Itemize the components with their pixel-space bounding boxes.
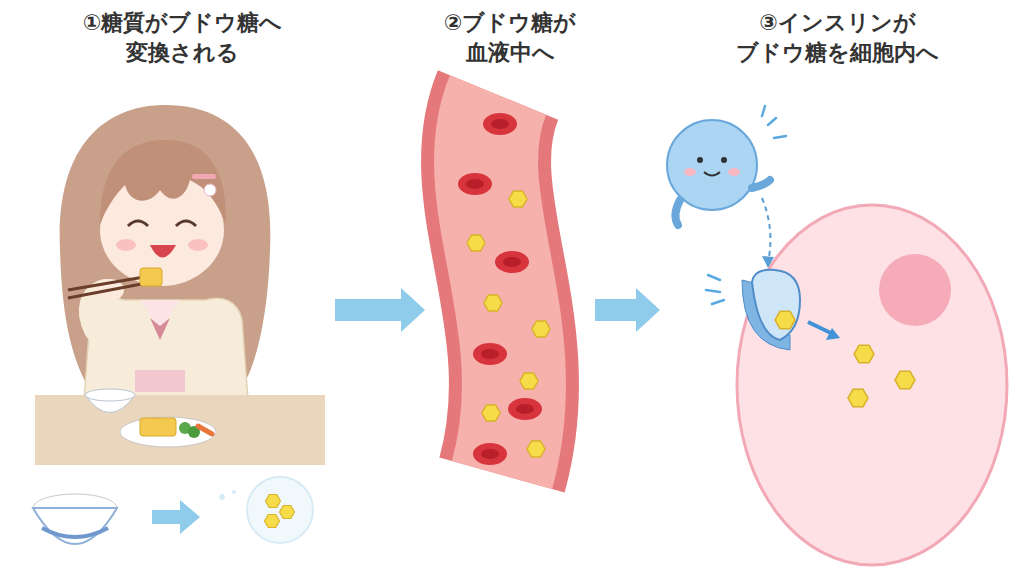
blood-vessel [458,95,550,475]
step-heading: ①糖質がブドウ糖へ 変換される [63,8,303,68]
step-panel: ②ブドウ糖が 血液中へ [425,8,595,478]
flow-arrow [335,288,425,332]
step-panel: ③インスリンが ブドウ糖を細胞内へ [660,8,1015,563]
girl-illustration [33,105,325,544]
flow-arrow [595,288,660,332]
step-panel: ①糖質がブドウ糖へ 変換される [30,8,335,563]
cell-illustration [667,106,1007,565]
step-heading: ②ブドウ糖が 血液中へ [426,8,594,68]
step-heading: ③インスリンが ブドウ糖を細胞内へ [688,8,988,68]
